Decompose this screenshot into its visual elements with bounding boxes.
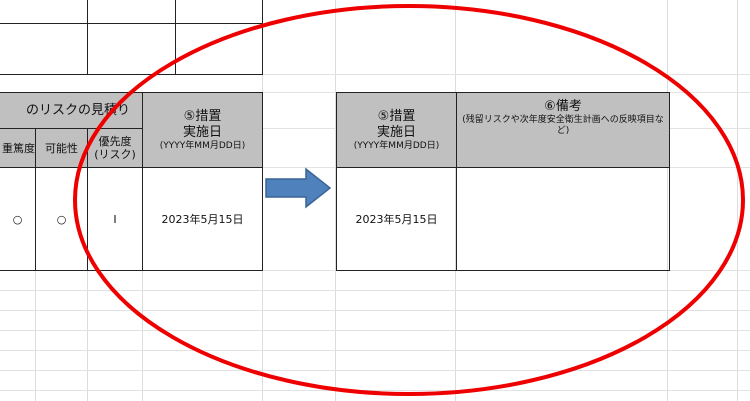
cell-value: Ⅰ bbox=[113, 212, 117, 226]
header-label: 重篤度 bbox=[2, 141, 35, 155]
gridline bbox=[0, 350, 750, 351]
gridline bbox=[35, 270, 36, 401]
cell-value: ○ bbox=[12, 212, 23, 226]
gridline bbox=[737, 0, 738, 401]
remarks-header[interactable]: ⑥備考(残留リスクや次年度安全衛生計画への反映項目など) bbox=[456, 92, 670, 168]
action-date-cell[interactable]: 2023年5月15日 bbox=[142, 167, 263, 271]
action-date-header[interactable]: ⑤措置実施日(YYYY年MM月DD日) bbox=[336, 92, 457, 168]
header-label: (YYYY年MM月DD日) bbox=[159, 140, 246, 151]
gridline bbox=[87, 270, 88, 401]
header-label: 優先度 bbox=[98, 135, 132, 148]
header-label: 実施日 bbox=[182, 124, 222, 140]
header-label: ⑤措置 bbox=[183, 108, 222, 124]
header-label: ⑥備考 bbox=[544, 99, 582, 114]
gridline bbox=[0, 310, 750, 311]
cell[interactable] bbox=[175, 23, 263, 75]
gridline bbox=[667, 0, 668, 401]
gridline bbox=[335, 0, 336, 401]
likelihood-header[interactable]: 可能性 bbox=[35, 128, 88, 168]
header-label: ⑤措置 bbox=[377, 108, 416, 124]
header-label: (リスク) bbox=[94, 148, 136, 161]
gridline bbox=[0, 330, 750, 331]
gridline bbox=[455, 0, 456, 401]
gridline bbox=[0, 390, 750, 391]
remarks-cell[interactable] bbox=[456, 167, 670, 271]
header-label: のリスクの見積り bbox=[25, 102, 130, 118]
header-label: (残留リスクや次年度安全衛生計画への反映項目など) bbox=[462, 115, 664, 136]
gridline bbox=[0, 290, 750, 291]
gridline bbox=[0, 74, 750, 75]
right-arrow-icon bbox=[265, 167, 332, 209]
action-date-header[interactable]: ⑤措置実施日(YYYY年MM月DD日) bbox=[142, 92, 263, 168]
gridline bbox=[142, 270, 143, 401]
cell-value: 2023年5月15日 bbox=[355, 212, 438, 226]
cell-value: 2023年5月15日 bbox=[161, 212, 244, 226]
cell-value: ○ bbox=[56, 212, 67, 226]
header-label: 実施日 bbox=[376, 124, 416, 140]
header-label: (YYYY年MM月DD日) bbox=[353, 140, 440, 151]
header-label: 可能性 bbox=[45, 141, 78, 155]
gridline bbox=[0, 370, 750, 371]
